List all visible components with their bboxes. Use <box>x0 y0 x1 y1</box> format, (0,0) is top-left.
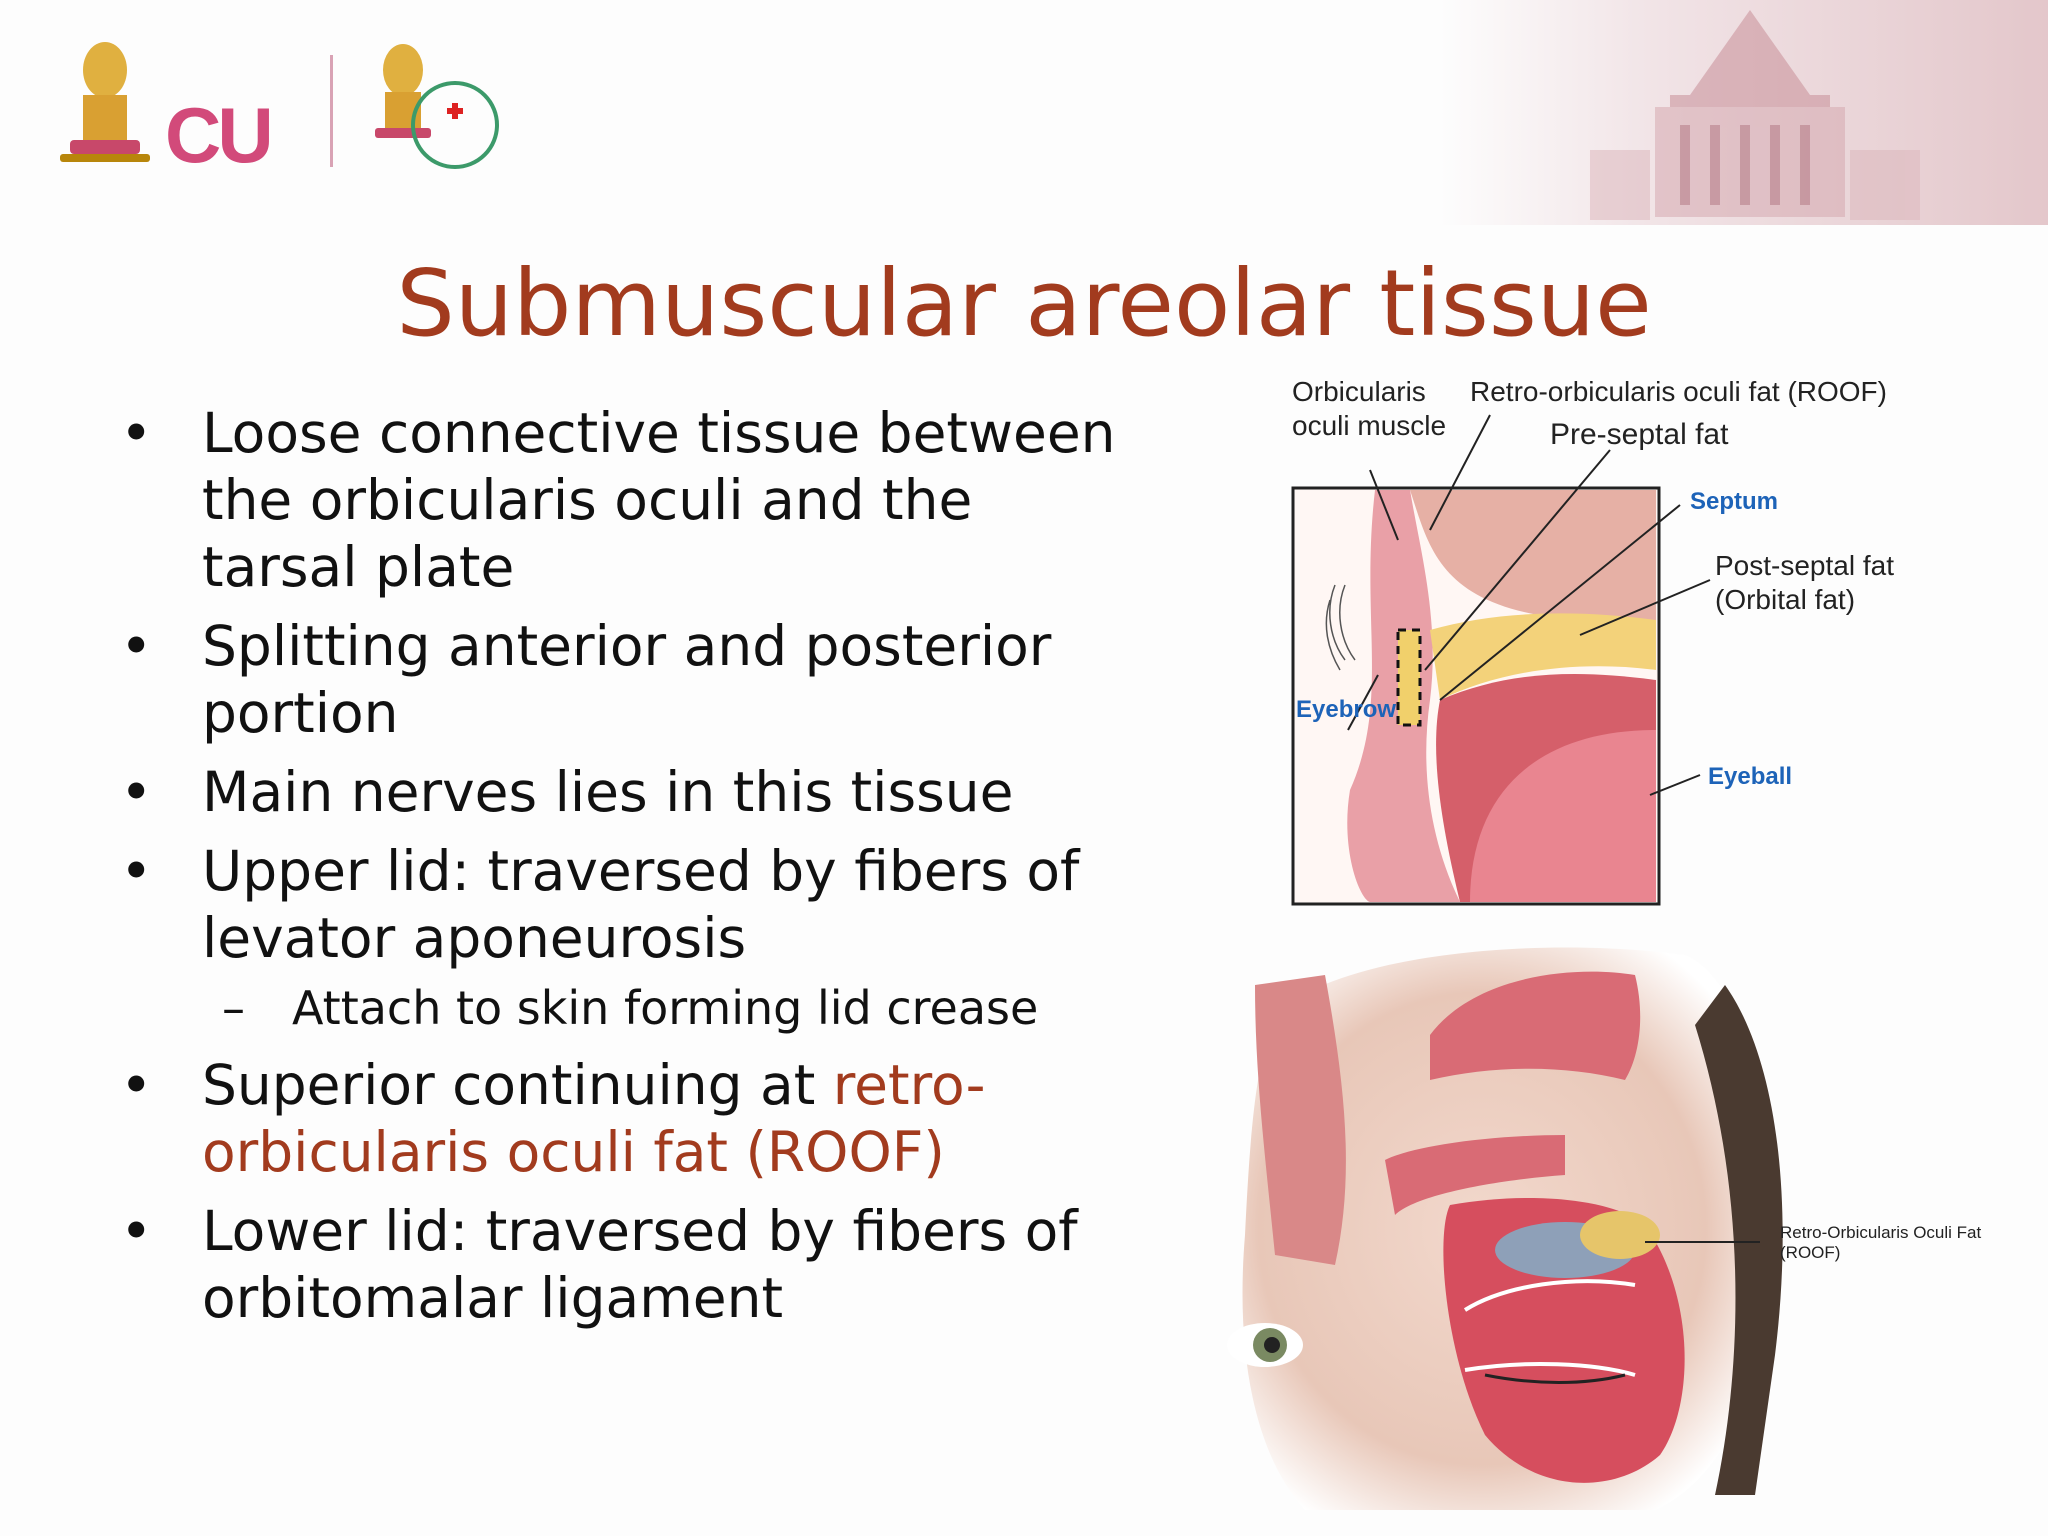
bullet-text: Superior continuing at <box>202 1053 833 1117</box>
bullet-item: • Loose connective tissue between the or… <box>120 400 1120 601</box>
eyelid-section-illustration <box>1291 414 1711 906</box>
face-muscle-figure: Retro-Orbicularis Oculi Fat (ROOF) <box>1215 935 2015 1515</box>
bullet-dot: • <box>120 1053 153 1117</box>
label-orbital-fat: (Orbital fat) <box>1715 584 1856 615</box>
label-orbicularis: Orbicularis <box>1292 376 1426 407</box>
temple-illustration <box>1590 10 1920 220</box>
bullet-list: • Loose connective tissue between the or… <box>120 400 1120 1344</box>
bullet-item: • Upper lid: traversed by fibers of leva… <box>120 838 1120 972</box>
label-preseptal-fat: Pre-septal fat <box>1550 418 1729 451</box>
label-roof: Retro-orbicularis oculi fat (ROOF) <box>1470 376 1887 407</box>
slide-title: Submuscular areolar tissue <box>396 250 1652 357</box>
sub-bullet-dash: – <box>222 981 245 1035</box>
label-roof-face: Retro-Orbicularis Oculi Fat <box>1780 1223 1982 1242</box>
bullet-item: • Superior continuing at retro-orbicular… <box>120 1052 1120 1186</box>
chula-seal-icon <box>60 42 150 162</box>
eyelid-section-figure: Orbicularis oculi muscle Retro-orbicular… <box>1280 370 2010 910</box>
bullet-dot: • <box>120 1199 153 1263</box>
bullet-highlight-text: retro-orbicularis oculi fat (ROOF) <box>202 1053 986 1184</box>
label-eyebrow: Eyebrow <box>1296 696 1397 723</box>
bullet-item: • Splitting anterior and posterior porti… <box>120 613 1120 747</box>
label-eyeball: Eyeball <box>1708 763 1793 790</box>
sub-bullet-text: Attach to skin forming lid crease <box>292 981 1039 1035</box>
bullet-text: Splitting anterior and posterior portion <box>202 614 1052 745</box>
logo-area: CU <box>55 40 515 180</box>
training-center-seal-icon <box>375 44 499 169</box>
face-muscle-illustration <box>1227 947 1783 1510</box>
bullet-item: • Main nerves lies in this tissue <box>120 759 1120 826</box>
label-septum: Septum <box>1690 488 1779 515</box>
bullet-dot: • <box>120 839 153 903</box>
bullet-text: Lower lid: traversed by fibers of orbito… <box>202 1199 1078 1330</box>
label-roof-abbrev: (ROOF) <box>1780 1243 1841 1262</box>
logo-divider <box>330 55 333 167</box>
sub-bullet-item: – Attach to skin forming lid crease <box>120 978 1120 1038</box>
label-oculi-muscle: oculi muscle <box>1292 410 1447 441</box>
bullet-text: Loose connective tissue between the orbi… <box>202 401 1116 599</box>
bullet-dot: • <box>120 401 153 465</box>
bullet-item: • Lower lid: traversed by fibers of orbi… <box>120 1198 1120 1332</box>
bullet-dot: • <box>120 614 153 678</box>
cu-logo: CU <box>165 91 274 179</box>
label-postseptal-fat: Post-septal fat <box>1715 550 1894 581</box>
bullet-dot: • <box>120 760 153 824</box>
bullet-text: Main nerves lies in this tissue <box>202 760 1014 824</box>
bullet-text: Upper lid: traversed by fibers of levato… <box>202 839 1080 970</box>
header-building-image <box>1440 0 2048 225</box>
